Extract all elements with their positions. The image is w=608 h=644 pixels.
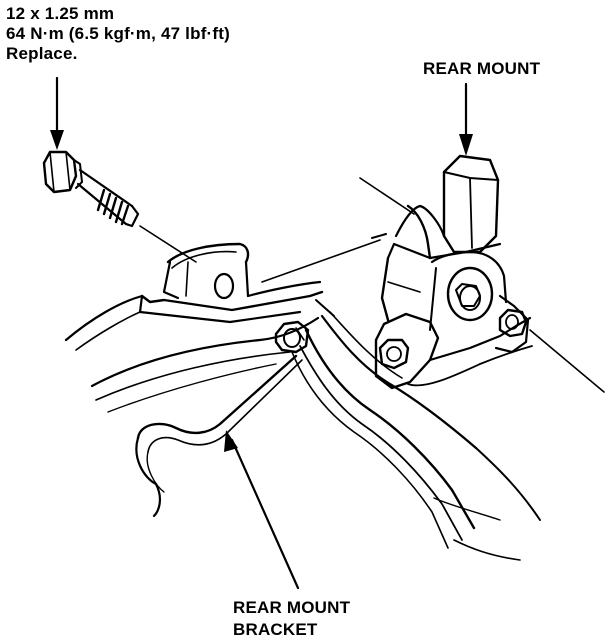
bolt-leader-arrow: [50, 76, 64, 150]
rear-mount-leader-arrow: [459, 82, 473, 156]
bolt-size-text: 12 x 1.25 mm: [6, 4, 115, 23]
bolt-spec-callout: 12 x 1.25 mm 64 N·m (6.5 kgf·m, 47 lbf·f…: [6, 4, 230, 64]
bolt: [42, 150, 197, 263]
bolt-replace-note: Replace.: [6, 44, 78, 63]
rear-mount-label: REAR MOUNT: [423, 59, 541, 78]
bolt-torque-text: 64 N·m (6.5 kgf·m, 47 lbf·ft): [6, 24, 230, 43]
rear-mount-bracket: [138, 233, 387, 354]
rear-mount: [359, 154, 605, 393]
bracket-leader-arrow: [224, 430, 300, 590]
bracket-label-line-1: REAR MOUNT: [233, 598, 351, 617]
rear-mount-bracket-label: REAR MOUNT BRACKET: [233, 597, 350, 641]
subframe: [64, 294, 541, 561]
bracket-label-line-2: BRACKET: [233, 620, 318, 639]
